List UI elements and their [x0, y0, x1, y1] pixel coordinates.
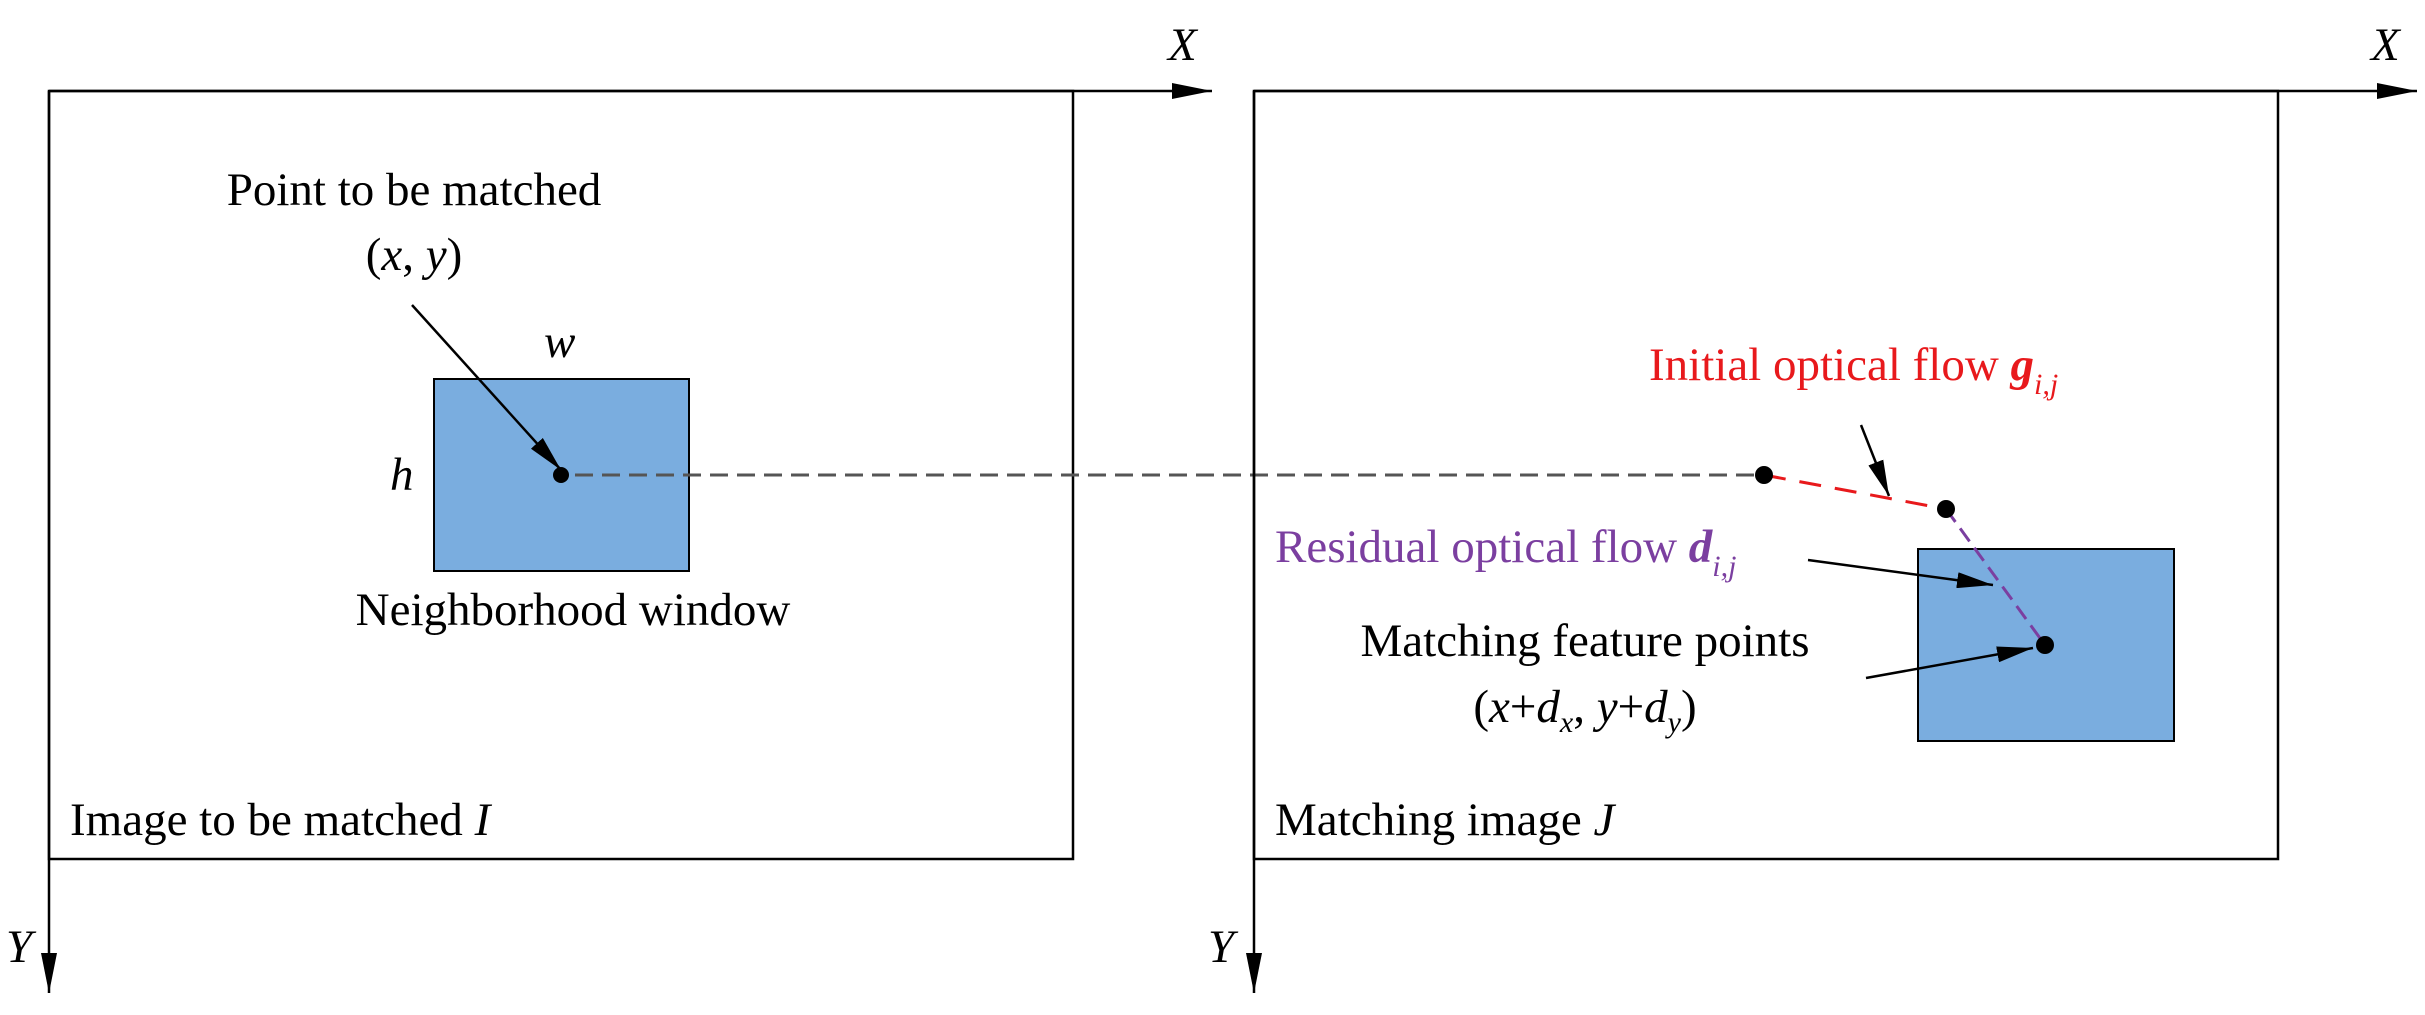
left-y-axis-label: Y — [6, 921, 37, 973]
initial-flow-pointer-arrow — [1859, 424, 1891, 497]
neighborhood-window-label: Neighborhood window — [356, 584, 791, 636]
point-to-be-matched-label: Point to be matched — [227, 164, 602, 216]
left-panel: X Y w h Point to be matched (x, y) Neigh… — [6, 19, 1212, 993]
right-x-axis-label: X — [2369, 19, 2402, 71]
window-width-label: w — [544, 316, 575, 368]
right-y-axis-label: Y — [1208, 921, 1239, 973]
matching-feature-point-dot — [2036, 636, 2054, 654]
matching-feature-coordinates: (x+dx, y+dy) — [1473, 681, 1696, 739]
residual-optical-flow-label: Residual optical flow di,j — [1275, 521, 1736, 583]
right-panel: X Y Initial optical flow gi,j Residual o… — [1208, 19, 2417, 993]
point-coordinates: (x, y) — [366, 229, 463, 281]
predicted-point-dot — [1755, 466, 1773, 484]
residual-optical-flow-vector — [1944, 508, 2047, 646]
left-x-axis-label: X — [1166, 19, 1199, 71]
initial-flow-end-dot — [1937, 500, 1955, 518]
left-image-label: Image to be matched I — [70, 794, 493, 846]
right-image-label: Matching image J — [1275, 794, 1616, 846]
residual-flow-pointer-arrow — [1807, 558, 1994, 589]
matching-feature-points-label: Matching feature points — [1361, 615, 1810, 667]
initial-optical-flow-vector — [1763, 473, 1947, 511]
point-to-be-matched-dot — [553, 467, 569, 483]
point-pointer-arrow — [411, 304, 562, 471]
window-height-label: h — [390, 449, 414, 501]
initial-optical-flow-label: Initial optical flow gi,j — [1649, 339, 2058, 401]
matching-point-pointer-arrow — [1865, 646, 2034, 680]
